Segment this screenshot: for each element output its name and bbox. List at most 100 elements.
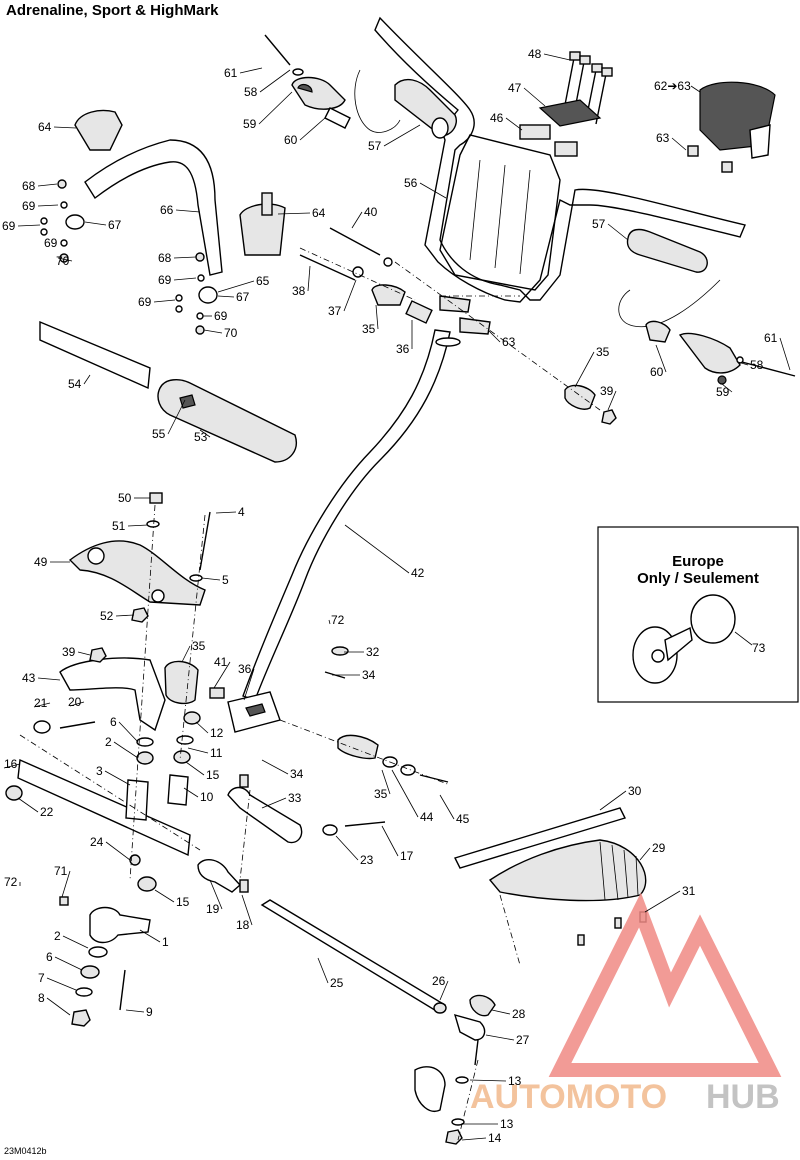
callout-leader <box>217 280 255 293</box>
callout-leader <box>167 399 186 435</box>
europe-subtitle: Only / Seulement <box>637 570 759 587</box>
part-callout-61: 61 <box>224 66 238 80</box>
callout-leader <box>523 87 546 107</box>
part-callout-17: 17 <box>400 849 414 863</box>
part-callout-69: 69 <box>2 219 16 233</box>
callout-leader <box>381 825 399 857</box>
part-callout-72: 72 <box>4 875 18 889</box>
callout-leader <box>599 790 627 811</box>
part-callout-41: 41 <box>214 655 228 669</box>
callout-leader <box>153 299 176 303</box>
callout-leader <box>383 124 421 147</box>
part-callout-58: 58 <box>750 358 764 372</box>
part-callout-9: 9 <box>146 1005 153 1019</box>
callout-leader <box>104 770 131 786</box>
callout-leader <box>215 511 237 514</box>
part-callout-39: 39 <box>62 645 76 659</box>
steering-boot <box>454 807 647 966</box>
callout-leader <box>779 337 791 371</box>
callout-leader <box>721 383 733 393</box>
callout-leader <box>737 361 749 366</box>
callout-leader <box>77 651 91 656</box>
callout-leader <box>505 117 523 131</box>
part-callout-63: 63 <box>656 131 670 145</box>
callout-leader <box>83 374 91 385</box>
part-callout-67: 67 <box>236 290 250 304</box>
callout-leader <box>61 870 71 898</box>
lower-column-bracket <box>59 646 349 733</box>
callout-leader <box>203 329 223 334</box>
part-callout-48: 48 <box>528 47 542 61</box>
callout-leader <box>173 256 197 259</box>
part-callout-34: 34 <box>290 767 304 781</box>
part-callout-19: 19 <box>206 902 220 916</box>
callout-leader <box>139 929 161 943</box>
callout-leader <box>154 889 175 903</box>
handlebar-pad <box>39 320 297 463</box>
part-callout-2: 2 <box>54 929 61 943</box>
part-callout-22: 22 <box>40 805 54 819</box>
europe-only-box: Europe Only / Seulement 73 <box>597 526 799 703</box>
left-lever-assembly <box>264 34 351 129</box>
clamp-left-lower <box>175 252 218 335</box>
part-callout-12: 12 <box>210 726 224 740</box>
part-callout-21: 21 <box>34 696 48 710</box>
steering-support <box>74 109 286 276</box>
callout-leader <box>381 769 391 795</box>
part-callout-67: 67 <box>108 218 122 232</box>
part-callout-53: 53 <box>194 430 208 444</box>
part-callout-69: 69 <box>22 199 36 213</box>
callout-leader <box>335 835 359 861</box>
part-callout-1: 1 <box>162 935 169 949</box>
part-callout-63: 63 <box>502 335 516 349</box>
callout-leader <box>69 701 85 707</box>
callout-leader <box>351 211 363 229</box>
part-callout-39: 39 <box>600 384 614 398</box>
part-callout-51: 51 <box>112 519 126 533</box>
part-callout-38: 38 <box>292 284 306 298</box>
callout-leader <box>574 351 595 388</box>
callout-leader <box>57 257 73 262</box>
europe-title: Europe <box>672 553 724 570</box>
callout-leader <box>173 277 197 281</box>
callout-leader <box>187 747 209 754</box>
callout-leader <box>217 295 235 298</box>
callout-leader <box>241 894 253 926</box>
callout-leader <box>543 53 571 61</box>
callout-leader <box>115 614 135 617</box>
callout-leader <box>344 524 410 574</box>
part-callout-4: 4 <box>238 505 245 519</box>
callout-leader <box>277 212 311 215</box>
callout-leader <box>261 797 287 809</box>
callout-leader <box>175 209 201 213</box>
callout-leader <box>199 429 211 438</box>
part-callout-68: 68 <box>22 179 36 193</box>
part-callout-69: 69 <box>158 273 172 287</box>
part-callout-42: 42 <box>411 566 425 580</box>
part-callout-18: 18 <box>236 918 250 932</box>
part-callout-27: 27 <box>516 1033 530 1047</box>
watermark-text-a: AUTOMOTO <box>470 1078 667 1116</box>
watermark: AUTOMOTO HUB <box>470 892 782 1116</box>
part-callout-59: 59 <box>243 117 257 131</box>
callout-leader <box>118 721 139 743</box>
callout-leader <box>33 702 51 708</box>
clamp-left-upper <box>40 179 85 263</box>
part-callout-28: 28 <box>512 1007 526 1021</box>
callout-leader <box>181 645 191 663</box>
part-callout-60: 60 <box>650 365 664 379</box>
part-callout-3: 3 <box>96 764 103 778</box>
part-callout-68: 68 <box>158 251 172 265</box>
callout-leader <box>391 769 419 818</box>
part-callout-60: 60 <box>284 133 298 147</box>
part-callout-15: 15 <box>206 768 220 782</box>
callout-leader <box>62 935 89 949</box>
part-callout-43: 43 <box>22 671 36 685</box>
part-callout-13: 13 <box>508 1074 522 1088</box>
part-callout-47: 47 <box>508 81 522 95</box>
part-callout-6: 6 <box>110 715 117 729</box>
upper-column-mount <box>299 227 491 347</box>
steering-column <box>242 329 451 701</box>
part-callout-54: 54 <box>68 377 82 391</box>
